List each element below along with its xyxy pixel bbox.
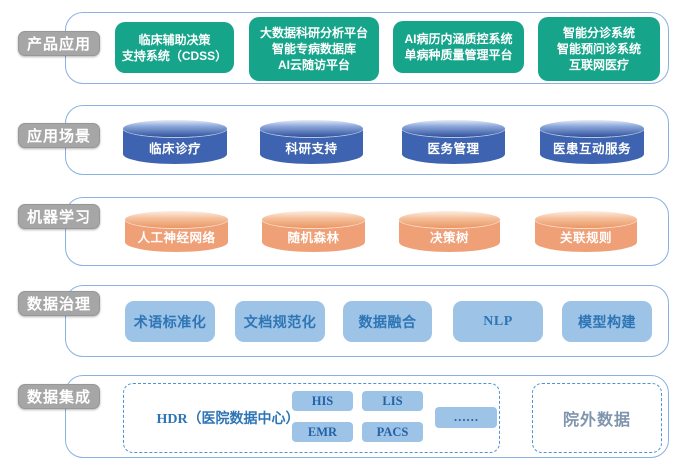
hdr-title: HDR（医院数据中心） xyxy=(156,412,300,427)
system-box-more: …… xyxy=(435,407,497,428)
hdr-dashed-container xyxy=(123,383,500,453)
layer-label-machine-learning: 机器学习 xyxy=(18,204,100,229)
cylinder-label: 决策树 xyxy=(429,231,469,245)
cylinder-top xyxy=(540,120,644,137)
scenario-cylinder-doctor-patient: 医患互动服务 xyxy=(540,120,644,164)
scenario-cylinder-clinical: 临床诊疗 xyxy=(123,120,227,164)
ml-cylinder-random-forest: 随机森林 xyxy=(262,211,365,252)
scenario-cylinder-research: 科研支持 xyxy=(260,120,363,164)
cylinder-top xyxy=(399,211,500,228)
cylinder-top xyxy=(123,120,227,137)
cylinder-label: 人工神经网络 xyxy=(137,231,216,245)
governance-box-term-standardization: 术语标准化 xyxy=(125,301,215,342)
system-box-lis: LIS xyxy=(362,391,423,411)
governance-box-data-fusion: 数据融合 xyxy=(343,301,432,342)
layer-label-product-apps: 产品应用 xyxy=(18,31,100,56)
system-box-his: HIS xyxy=(292,391,353,411)
system-box-emr: EMR xyxy=(292,422,353,442)
external-data-label: 院外数据 xyxy=(562,412,631,429)
ml-cylinder-association-rules: 关联规则 xyxy=(535,211,637,252)
cylinder-top xyxy=(260,120,363,137)
scenario-cylinder-medical-admin: 医务管理 xyxy=(402,120,505,164)
governance-box-doc-normalization: 文档规范化 xyxy=(235,301,325,342)
governance-box-model-building: 模型构建 xyxy=(562,301,652,342)
product-box-cdss: 临床辅助决策 支持系统（CDSS） xyxy=(115,22,234,73)
cylinder-top xyxy=(535,211,637,228)
cylinder-label: 临床诊疗 xyxy=(148,141,201,156)
cylinder-label: 随机森林 xyxy=(287,231,340,245)
product-box-quality-control: AI病历内涵质控系统 单病种质量管理平台 xyxy=(393,21,524,73)
cylinder-top xyxy=(125,211,228,228)
cylinder-label: 科研支持 xyxy=(285,141,338,156)
layer-label-data-integration: 数据集成 xyxy=(18,384,100,409)
product-box-smart-triage: 智能分诊系统 智能预问诊系统 互联网医疗 xyxy=(538,17,660,81)
layer-label-data-governance: 数据治理 xyxy=(18,291,100,316)
cylinder-top xyxy=(262,211,365,228)
cylinder-label: 关联规则 xyxy=(559,231,612,245)
ml-cylinder-decision-tree: 决策树 xyxy=(399,211,500,252)
system-box-pacs: PACS xyxy=(362,422,423,442)
product-box-bigdata-research: 大数据科研分析平台 智能专病数据库 AI云随访平台 xyxy=(249,17,379,81)
layer-label-scenarios: 应用场景 xyxy=(18,123,100,148)
cylinder-label: 医患互动服务 xyxy=(552,141,631,156)
ml-cylinder-neural-network: 人工神经网络 xyxy=(125,211,228,252)
external-data-dashed-box xyxy=(532,383,662,453)
governance-box-nlp: NLP xyxy=(453,301,543,342)
layer-container-data-integration xyxy=(65,375,669,458)
cylinder-label: 医务管理 xyxy=(427,141,480,156)
cylinder-top xyxy=(402,120,505,137)
